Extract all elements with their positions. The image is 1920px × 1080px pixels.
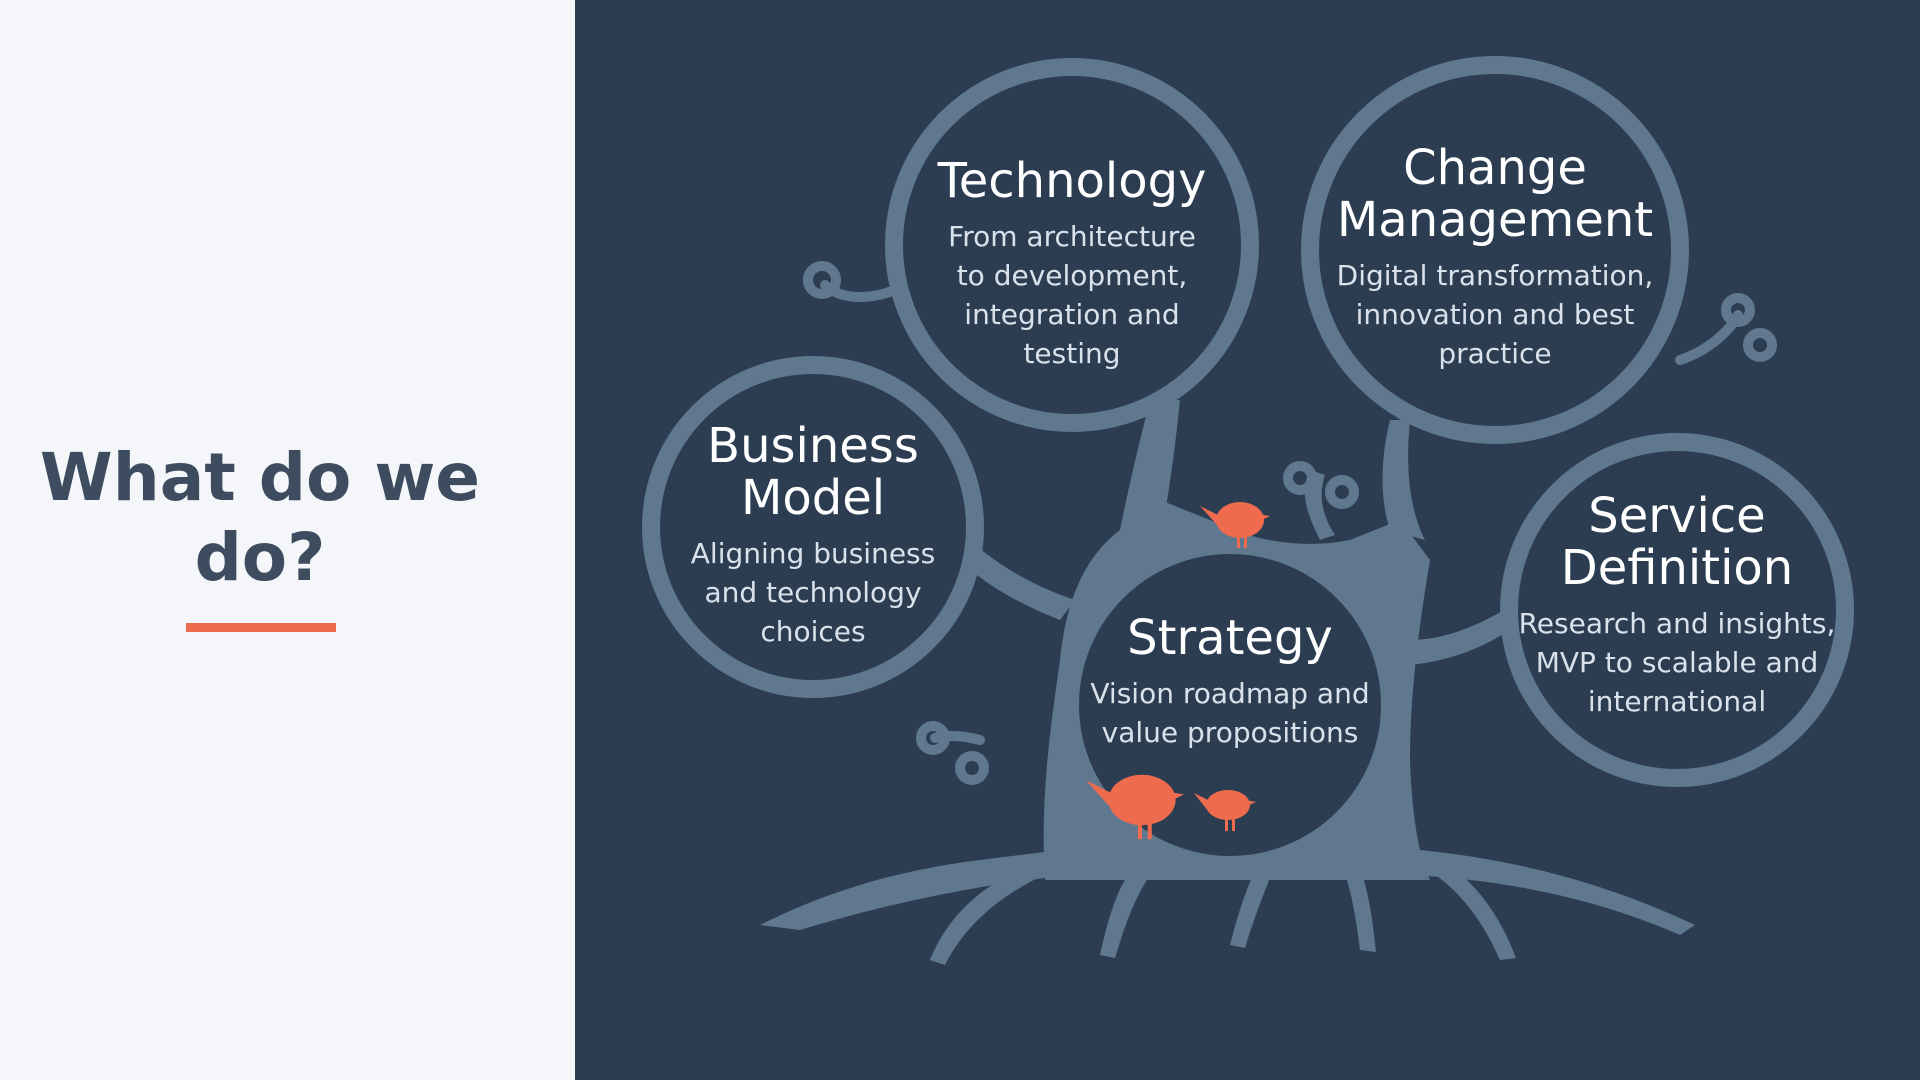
- title-panel: What do we do?: [0, 0, 575, 1080]
- bubble-ring-change-management: [1301, 56, 1689, 444]
- bubble-title: Technology: [937, 153, 1207, 209]
- root-mid-1: [1100, 860, 1155, 958]
- twig-curl-left-bottom: [930, 730, 985, 745]
- bubble-title: Change Management: [1336, 140, 1654, 248]
- root-mid-3: [1340, 855, 1376, 952]
- bubble-description: Aligning business and technology choices: [690, 537, 936, 648]
- twig-loop-3: [1743, 328, 1777, 362]
- bird-icon: [1200, 502, 1270, 548]
- branch-service-definition: [1410, 600, 1530, 665]
- root-right: [1410, 850, 1695, 935]
- bubble-description: Vision roadmap and value propositions: [1090, 677, 1370, 749]
- root-right-2: [1420, 852, 1516, 960]
- bubble-ring-business-model: [642, 356, 984, 698]
- twig-loop-4: [916, 721, 950, 755]
- bird-icon: [1086, 774, 1184, 840]
- bubble-description: Digital transformation, innovation and b…: [1336, 259, 1654, 370]
- root-left-2: [930, 860, 1050, 965]
- bird-icon: [1194, 790, 1256, 831]
- bubble-description: Research and insights, MVP to scalable a…: [1518, 607, 1836, 718]
- twig-loop-5: [955, 751, 989, 785]
- branch-business-model: [960, 545, 1075, 620]
- twig-loop-6: [1283, 461, 1317, 495]
- branch-technology: [1120, 400, 1180, 540]
- bubble-business-model: Business Model Aligning business and tec…: [673, 420, 953, 651]
- bubble-change-management: Change Management Digital transformation…: [1325, 142, 1665, 373]
- bubble-description: From architecture to development, integr…: [948, 220, 1196, 370]
- bubble-technology: Technology From architecture to developm…: [912, 155, 1232, 373]
- bubble-ring-service-definition: [1500, 433, 1854, 787]
- twig-loop-1: [803, 261, 841, 299]
- root-mid-2: [1230, 860, 1275, 948]
- bubble-ring-technology: [885, 58, 1259, 432]
- slide-title: What do we do?: [39, 439, 481, 596]
- twig-loop-7: [1325, 475, 1359, 509]
- bubble-title: Service Definition: [1560, 488, 1794, 596]
- bubble-title: Strategy: [1127, 610, 1333, 666]
- branch-change-management: [1382, 420, 1425, 540]
- twig-loop-2: [1721, 293, 1755, 327]
- title-underline: [186, 623, 336, 632]
- bubble-service-definition: Service Definition Research and insights…: [1507, 490, 1847, 721]
- root-left: [760, 850, 1070, 930]
- bubble-strategy: Strategy Vision roadmap and value propos…: [1070, 612, 1390, 752]
- bubble-title: Business Model: [707, 418, 919, 526]
